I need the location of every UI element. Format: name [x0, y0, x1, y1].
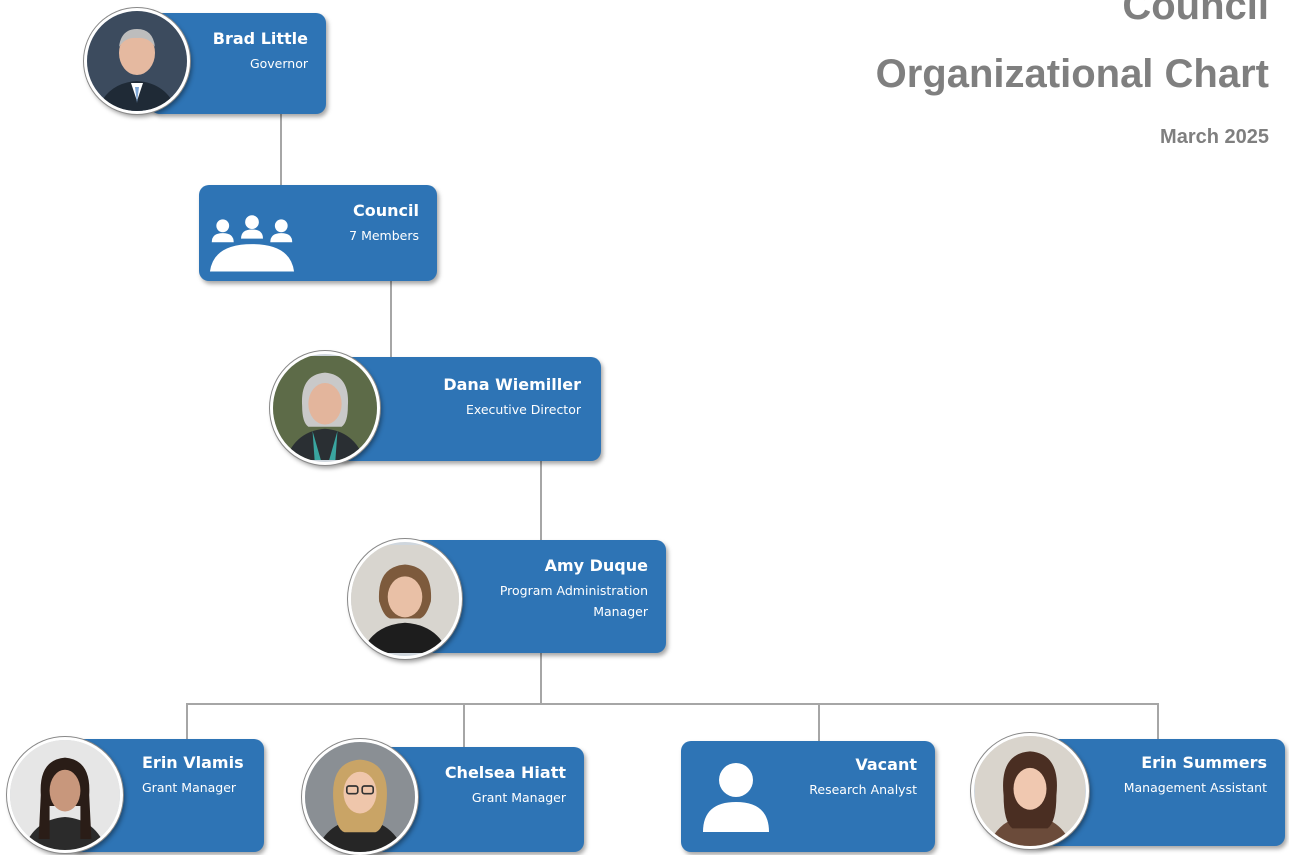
chart-date: March 2025 [1160, 126, 1269, 148]
connector-director-manager [540, 460, 542, 540]
connector-staff-horizontal [186, 703, 1158, 705]
connector-staff-1 [186, 703, 188, 739]
page-title-line-1: Council [1122, 0, 1269, 28]
portrait-silhouette-icon [87, 11, 187, 111]
node-name: Erin Summers [1141, 753, 1267, 772]
portrait-photo-executive-director [270, 351, 380, 465]
node-role-line-1: Program Administration [499, 583, 648, 598]
node-role: Executive Director [465, 402, 581, 417]
portrait-silhouette-icon [10, 740, 120, 850]
portrait-silhouette-icon [273, 356, 377, 460]
node-name: Vacant [855, 755, 917, 774]
connector-staff-3 [818, 703, 820, 743]
page-title-line-2: Organizational Chart [875, 52, 1269, 96]
portrait-silhouette-icon [351, 545, 459, 653]
connector-governor-council [280, 113, 282, 185]
portrait-photo-governor [84, 8, 190, 114]
node-research-analyst: Vacant Research Analyst [681, 741, 935, 852]
node-council: Council 7 Members [199, 185, 437, 281]
connector-staff-2 [463, 703, 465, 747]
node-name: Chelsea Hiatt [444, 763, 566, 782]
node-name: Council [353, 201, 419, 220]
node-role: Management Assistant [1123, 780, 1267, 795]
node-role: Grant Manager [142, 780, 237, 795]
node-role: Grant Manager [471, 790, 566, 805]
connector-staff-4 [1157, 703, 1159, 739]
portrait-photo-grant-manager-2 [302, 739, 418, 855]
portrait-silhouette-icon [975, 736, 1085, 846]
group-meeting-icon [209, 215, 295, 272]
portrait-photo-grant-manager-1 [7, 737, 123, 853]
node-name: Dana Wiemiller [443, 375, 581, 394]
portrait-photo-program-manager [348, 539, 462, 659]
node-name: Erin Vlamis [142, 753, 244, 772]
node-name: Brad Little [212, 29, 308, 48]
connector-council-director [390, 280, 392, 358]
person-placeholder-icon [703, 763, 769, 832]
node-name: Amy Duque [544, 556, 648, 575]
portrait-silhouette-icon [305, 742, 415, 852]
connector-manager-staff [540, 653, 542, 703]
node-role: Governor [249, 56, 308, 71]
node-role-line-2: Manager [593, 604, 648, 619]
node-role: Research Analyst [809, 782, 917, 797]
node-role: 7 Members [349, 228, 419, 243]
portrait-photo-management-assistant [971, 733, 1089, 849]
